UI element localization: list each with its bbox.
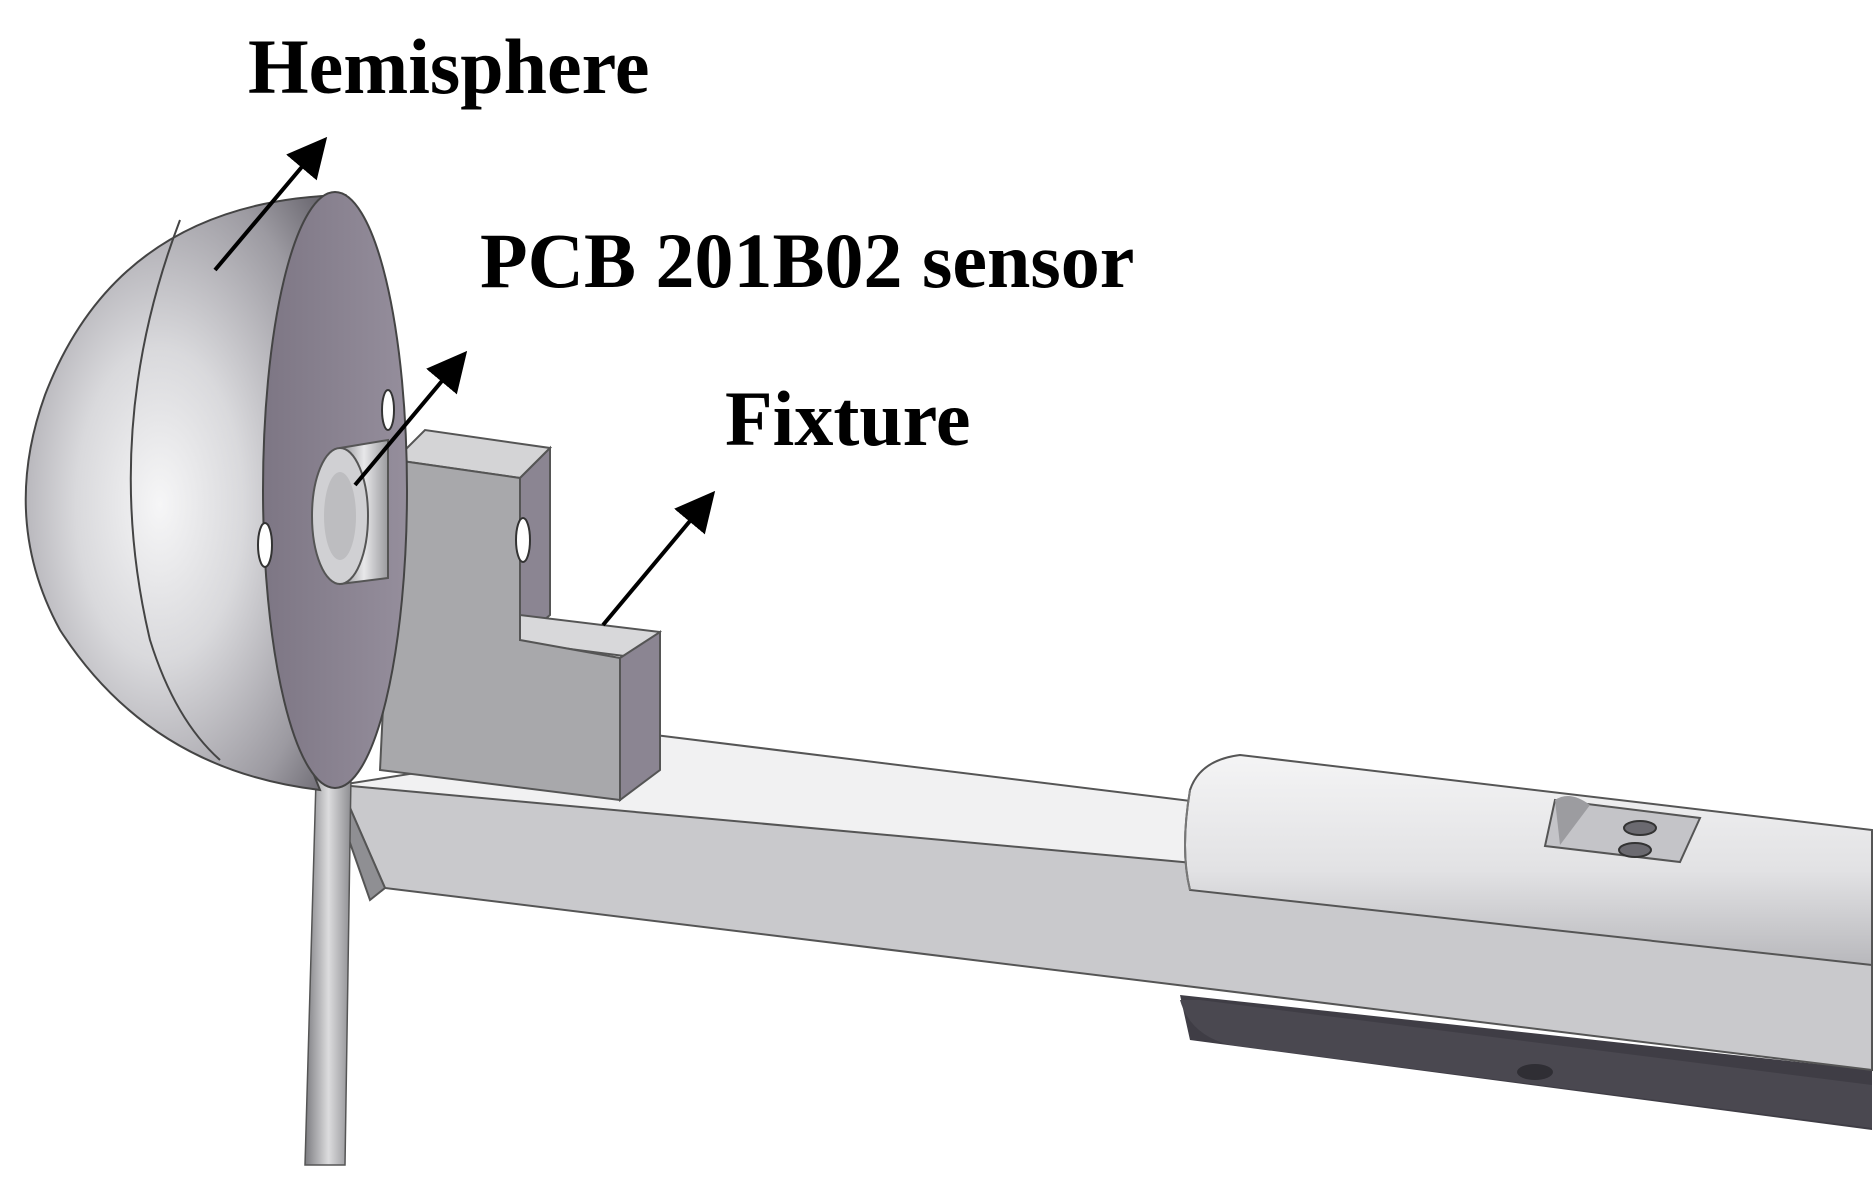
hemisphere-label: Hemisphere: [248, 23, 650, 110]
sensor-arrow: [353, 350, 468, 487]
fixture-arrow: [601, 490, 716, 627]
hemisphere-arrow: [213, 136, 328, 272]
annotation-arrows: [213, 136, 716, 627]
hemisphere: [24, 191, 408, 792]
boom-underside: [1180, 995, 1872, 1130]
cylindrical-housing: [1184, 753, 1873, 967]
fixture-label: Fixture: [725, 375, 971, 462]
fixture-block: [378, 428, 662, 802]
pcb-sensor: [311, 438, 389, 586]
sensor-label: PCB 201B02 sensor: [480, 217, 1134, 304]
